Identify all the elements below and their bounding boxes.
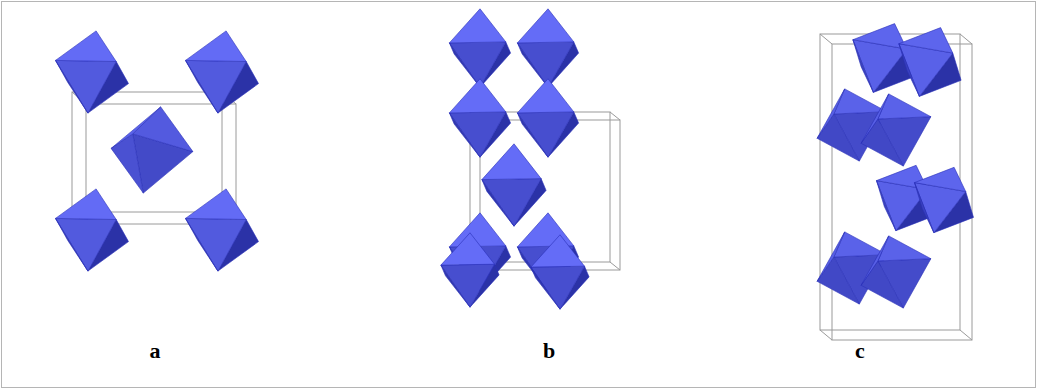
octahedron-face (817, 89, 845, 138)
octahedron-face (186, 60, 218, 113)
octahedron-face (878, 236, 931, 261)
octahedron-face (861, 94, 889, 143)
octahedron-face (482, 180, 514, 227)
octahedron-face (56, 189, 117, 220)
octahedron-face (853, 40, 874, 93)
octahedra (56, 9, 974, 309)
octahedron-face (915, 183, 934, 233)
octahedron-face (133, 107, 193, 152)
octahedron-face (517, 9, 573, 43)
octahedron-face (449, 9, 505, 43)
octahedron-face (517, 43, 548, 87)
octahedron-face (517, 113, 548, 157)
octahedron-face (441, 233, 495, 265)
octahedron-face (56, 60, 117, 113)
octahedron-face (186, 218, 247, 271)
octahedron-face (56, 218, 117, 271)
octahedron-face (517, 112, 573, 157)
octahedron-face (482, 144, 541, 180)
octahedron-face (877, 181, 896, 231)
octahedron-face (817, 232, 845, 281)
panel-label: b (543, 340, 555, 362)
octahedron-face (186, 218, 218, 271)
octahedron-face (482, 179, 541, 227)
octahedron-face (186, 189, 247, 220)
octahedron-face (517, 42, 573, 87)
octahedron-face (441, 265, 470, 307)
panel-label: c (855, 340, 865, 362)
octahedron-face (449, 43, 480, 87)
octahedron-face (449, 79, 505, 113)
octahedron-face (531, 267, 560, 309)
octahedron-face (899, 44, 920, 97)
octahedron-face (861, 236, 889, 285)
octahedron-face (915, 167, 966, 191)
octahedron-face (817, 257, 859, 304)
octahedron-face (531, 235, 585, 267)
octahedron-face (111, 134, 143, 193)
octahedron-face (817, 114, 859, 161)
octahedron-face (111, 107, 161, 148)
octahedron-face (56, 31, 117, 62)
octahedron-face (449, 113, 480, 157)
octahedron-face (878, 94, 931, 119)
octahedron-face (853, 24, 907, 49)
octahedron-face (449, 112, 505, 157)
octahedron-face (441, 264, 495, 307)
octahedron-face (56, 218, 88, 271)
octahedron-face (449, 213, 505, 247)
octahedron-face (186, 60, 247, 113)
octahedron-face (186, 31, 247, 62)
octahedron-face (899, 28, 953, 53)
octahedron-face (861, 261, 903, 308)
octahedron-face (449, 42, 505, 87)
unit-cells (72, 34, 972, 340)
octahedron-face (834, 89, 887, 114)
octahedron-face (56, 60, 88, 113)
octahedron-face (861, 119, 903, 166)
octahedron-face (517, 79, 573, 113)
octahedron-face (531, 266, 585, 309)
panel-label: a (150, 340, 161, 362)
